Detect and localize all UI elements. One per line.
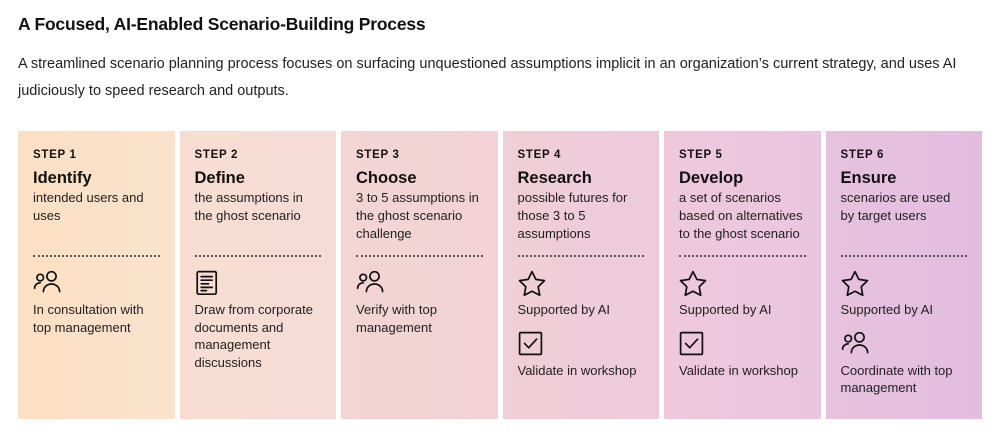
action-label: Draw from corporate documents and manage… [194, 302, 313, 370]
step-card-4: STEP 4 Research possible futures for those… [502, 131, 659, 419]
step-actions: Supported by AI Validate in workshop [518, 270, 650, 391]
dotted-divider [194, 255, 321, 257]
step-card-1: STEP 1 Identify intended users and uses In … [18, 131, 175, 419]
step-actions: Supported by AI Coordinate with top manag… [841, 270, 973, 409]
action-label: Supported by AI [840, 302, 934, 317]
action-item: Supported by AI [679, 270, 811, 319]
action-label: Coordinate with top management [840, 362, 953, 396]
step-verb: Research [517, 169, 592, 187]
action-item: Coordinate with top management [841, 331, 973, 397]
action-item: Draw from corporate documents and manage… [195, 270, 327, 371]
steps-container: STEP 1 Identify intended users and uses In … [18, 131, 982, 419]
step-verb: Develop [679, 169, 744, 187]
action-item: Validate in workshop [518, 331, 650, 380]
step-description: a set of scenarios based on alternatives… [679, 190, 803, 242]
step-number-label: STEP 6 [840, 149, 885, 161]
step-number-label: STEP 5 [679, 149, 723, 161]
action-label: Verify with top management [356, 302, 437, 335]
action-item: Supported by AI [841, 270, 973, 319]
step-actions: Draw from corporate documents and manage… [195, 270, 327, 383]
header: A Focused, AI-Enabled Scenario-Building … [18, 14, 982, 105]
step-actions: In consultation with top management [33, 270, 165, 348]
action-item: Validate in workshop [679, 331, 811, 380]
step-number-label: STEP 2 [194, 149, 239, 161]
step-card-2: STEP 2 Define the assumptions in the ghost… [179, 131, 336, 419]
action-label: Validate in workshop [679, 362, 798, 378]
step-verb: Ensure [840, 169, 897, 187]
star-icon [679, 270, 811, 296]
action-item: Verify with top management [356, 270, 488, 336]
step-verb: Choose [356, 169, 417, 187]
action-label: Supported by AI [679, 302, 772, 317]
step-number-label: STEP 1 [33, 149, 77, 161]
step-description: intended users and uses [33, 190, 144, 224]
people-icon [356, 270, 488, 296]
dotted-divider [679, 255, 806, 257]
step-actions: Verify with top management [356, 270, 488, 348]
action-label: Supported by AI [517, 302, 611, 317]
star-icon [841, 270, 973, 296]
step-number-label: STEP 3 [356, 149, 400, 161]
action-label: Validate in workshop [517, 362, 637, 378]
document-icon [195, 270, 327, 296]
step-verb: Identify [33, 169, 92, 187]
page-subtitle: A streamlined scenario planning process … [18, 56, 957, 99]
step-card-6: STEP 6 Ensure scenarios are used by target… [825, 131, 982, 419]
page-title: A Focused, AI-Enabled Scenario-Building … [18, 14, 426, 34]
step-description: possible futures for those 3 to 5 assump… [517, 190, 628, 242]
step-verb: Define [194, 169, 245, 187]
step-card-3: STEP 3 Choose 3 to 5 assumptions in the gh… [341, 131, 498, 419]
dotted-divider [33, 255, 160, 257]
checkbox-icon [518, 331, 650, 357]
action-label: In consultation with top management [33, 302, 144, 335]
people-icon [33, 270, 165, 296]
action-item: In consultation with top management [33, 270, 165, 336]
step-number-label: STEP 4 [517, 149, 562, 161]
dotted-divider [840, 255, 967, 257]
step-description: the assumptions in the ghost scenario [194, 190, 303, 224]
dotted-divider [356, 255, 483, 257]
step-description: 3 to 5 assumptions in the ghost scenario… [356, 190, 479, 242]
star-icon [518, 270, 650, 296]
step-card-5: STEP 5 Develop a set of scenarios based on… [664, 131, 821, 419]
people-icon [841, 331, 973, 357]
action-item: Supported by AI [518, 270, 650, 319]
step-actions: Supported by AI Validate in workshop [679, 270, 811, 391]
dotted-divider [517, 255, 644, 257]
checkbox-icon [679, 331, 811, 357]
step-description: scenarios are used by target users [840, 190, 951, 224]
